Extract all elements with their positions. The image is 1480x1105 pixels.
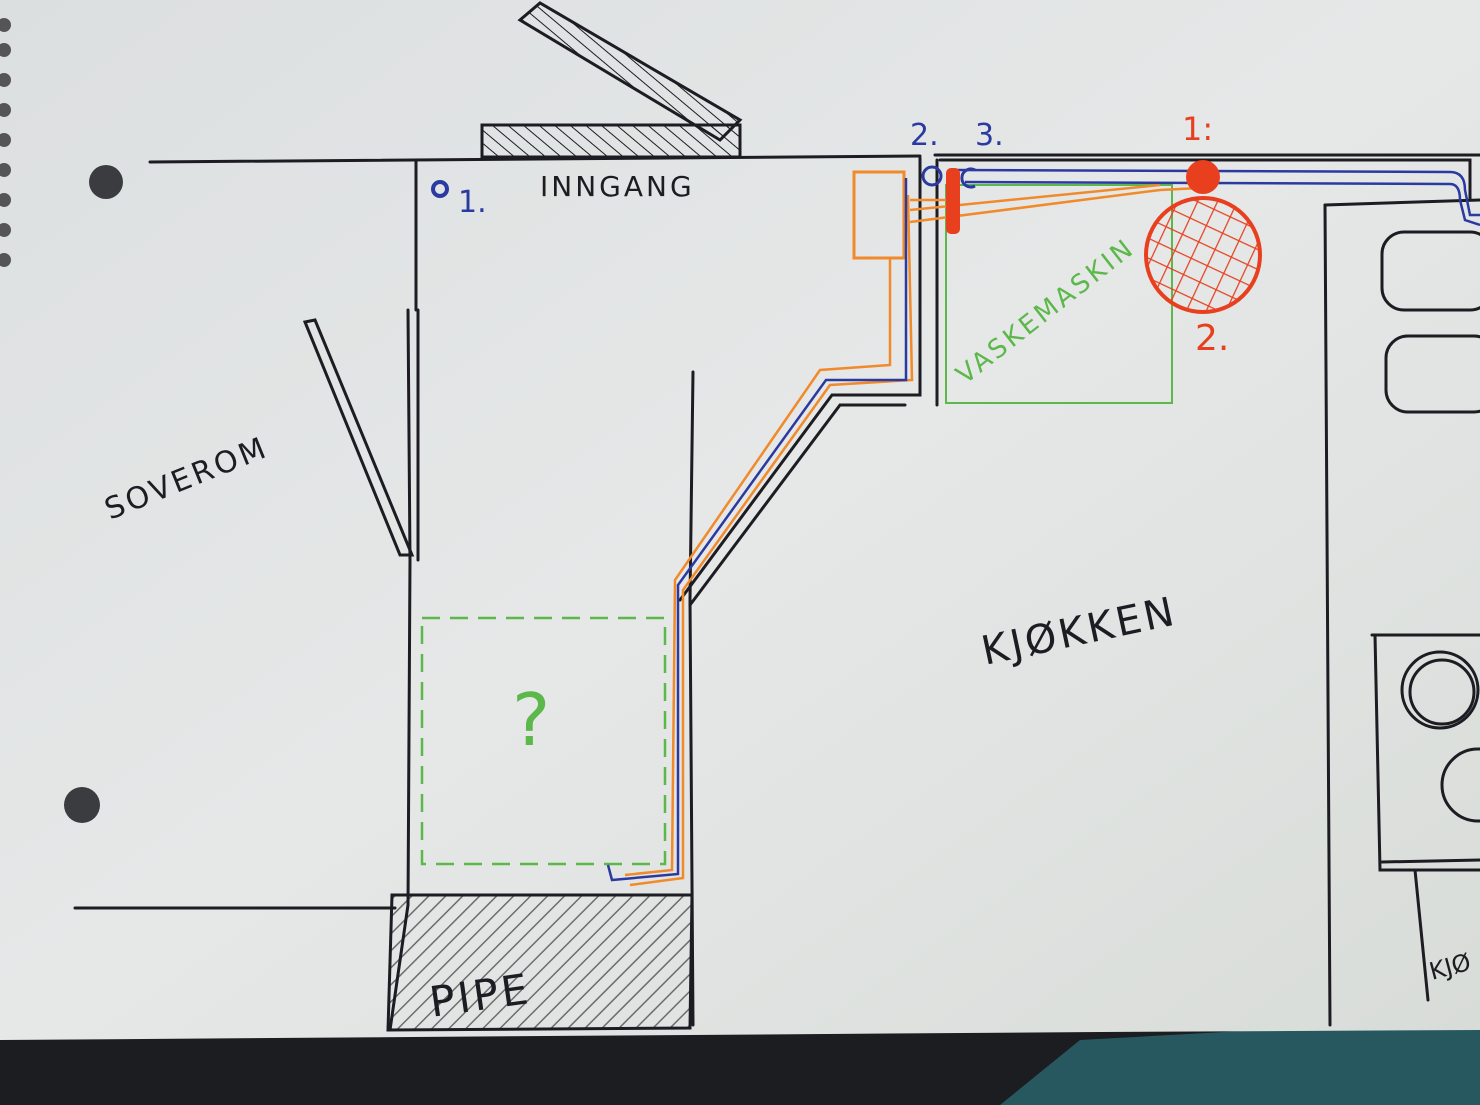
red-drain-2 [1144,196,1262,314]
blue-marker-2: 2. [910,118,939,153]
blue-marker-3: 3. [975,118,1004,153]
red-marker-1: 1: [1182,110,1213,148]
punch-hole [64,787,100,823]
spiral-binding [0,18,11,267]
blue-valve-3 [960,167,976,189]
red-marker-2: 2. [1195,318,1229,359]
red-fitting [946,168,960,234]
pipe-routes [606,168,1480,887]
entrance-steps [480,1,743,159]
unknown-area-label: ? [512,678,550,762]
walls [73,153,1480,1032]
unknown-area [420,616,667,866]
blue-marker-1: 1. [458,185,487,220]
blue-marker-1-icon [431,180,449,198]
punch-hole [89,165,123,199]
blue-valve-2 [921,165,943,187]
red-point-1 [1186,160,1220,194]
cloth [1000,1025,1480,1105]
entrance-label: INNGANG [540,170,695,203]
chimney: PIPE [386,893,694,1032]
orange-box [852,170,906,260]
